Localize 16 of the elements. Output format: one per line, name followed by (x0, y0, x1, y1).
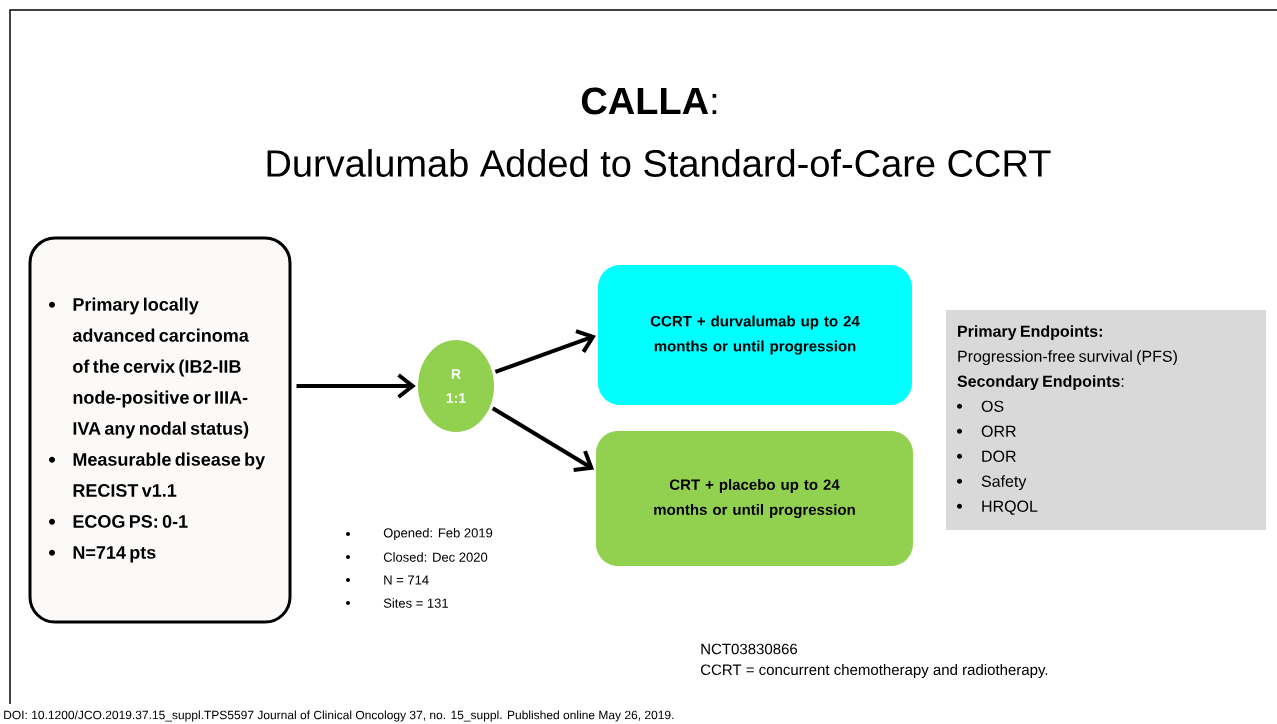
slide-subtitle: Durvalumab Added to Standard-of-Care CCRT (267, 149, 1051, 177)
citation: DOI: 10.1200/JCO.2019.37.15_suppl.TPS5597 Journal of Clinical Oncology 37, no. 15_suppl. Published online May 26, 2019. (4, 710, 674, 722)
endpoints-box: Primary Endpoints: Progression-free survival (PFS) Secondary Endpoints: OS ORR DOR Safety HRQOL (946, 310, 1266, 530)
arrow (296, 373, 416, 399)
trial-id: NCT03830866 (701, 643, 798, 655)
study-info: Sites = 131 (383, 598, 448, 608)
arrow (491, 406, 595, 472)
study-info: Closed: Dec 2020 (383, 552, 488, 562)
treatment-box: CCRT + durvalumab up to 24 months or until progression (598, 265, 912, 405)
treatment-box: CRT + placebo up to 24 months or until progression (596, 431, 913, 566)
slide-title: CALLA: (581, 87, 717, 115)
eligibility-box: Primary locally advanced carcinoma of the cervix (IB2-IIB node-positive or IIIA-IVA any nodal status) Measurable disease by RECIST v1.1 ECOG PS: 0-1 N=714 pts (28, 236, 292, 624)
footnote: CCRT = concurrent chemotherapy and radiotherapy. (701, 664, 1048, 678)
arrow (494, 329, 596, 374)
study-info: N = 714 (384, 575, 429, 585)
study-info: Opened: Feb 2019 (383, 527, 493, 541)
